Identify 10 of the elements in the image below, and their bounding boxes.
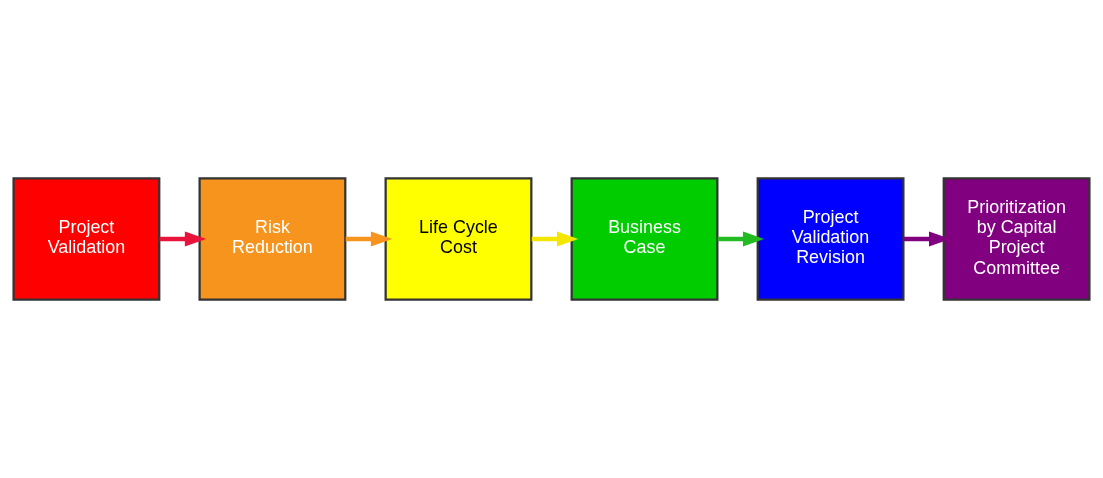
node-box: Business Case: [570, 177, 719, 301]
arrow: [717, 231, 765, 247]
node-box: Life Cycle Cost: [384, 177, 533, 301]
node-box: Risk Reduction: [198, 177, 347, 301]
arrow: [159, 231, 207, 247]
arrow: [531, 231, 579, 247]
node-box: Project Validation Revision: [756, 177, 905, 301]
node-box: Project Validation: [12, 177, 161, 301]
arrow: [345, 231, 393, 247]
node-box: Prioritization by Capital Project Committee: [942, 177, 1091, 301]
